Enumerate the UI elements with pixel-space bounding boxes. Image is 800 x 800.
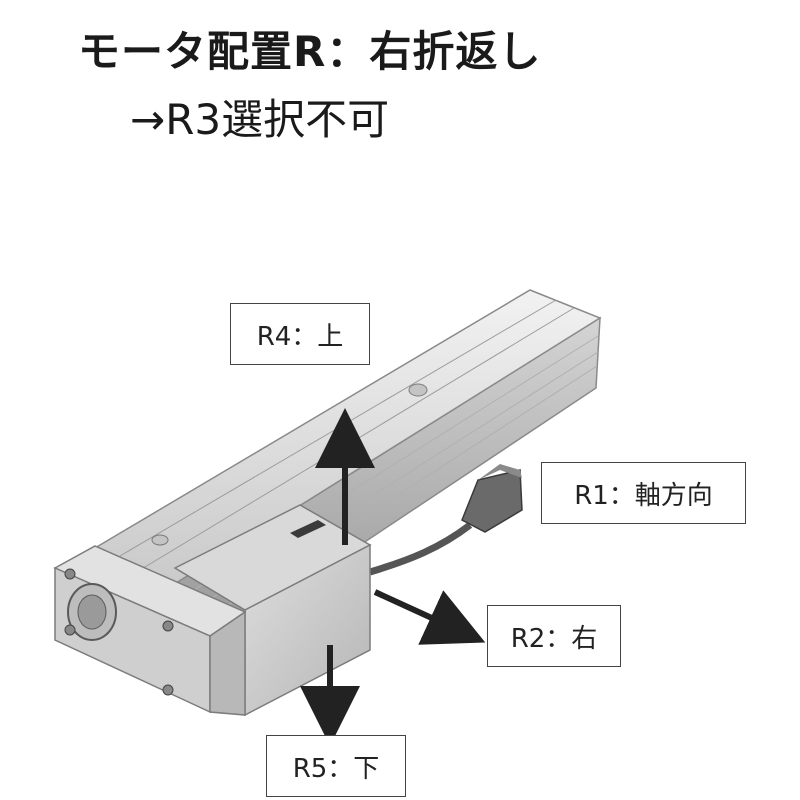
end-flange xyxy=(53,545,247,716)
diagram-title: モータ配置R：右折返し xyxy=(78,27,542,76)
label-r5-down: R5：下 xyxy=(266,735,406,797)
direction-arrows xyxy=(300,408,486,746)
label-r2-right: R2：右 xyxy=(487,605,621,667)
cable-connector xyxy=(368,464,523,576)
label-r4-up: R4：上 xyxy=(230,303,370,365)
diagram-subtitle: →R3選択不可 xyxy=(130,95,390,144)
label-r1-axial: R1：軸方向 xyxy=(541,462,746,524)
arrow-right xyxy=(373,589,486,645)
